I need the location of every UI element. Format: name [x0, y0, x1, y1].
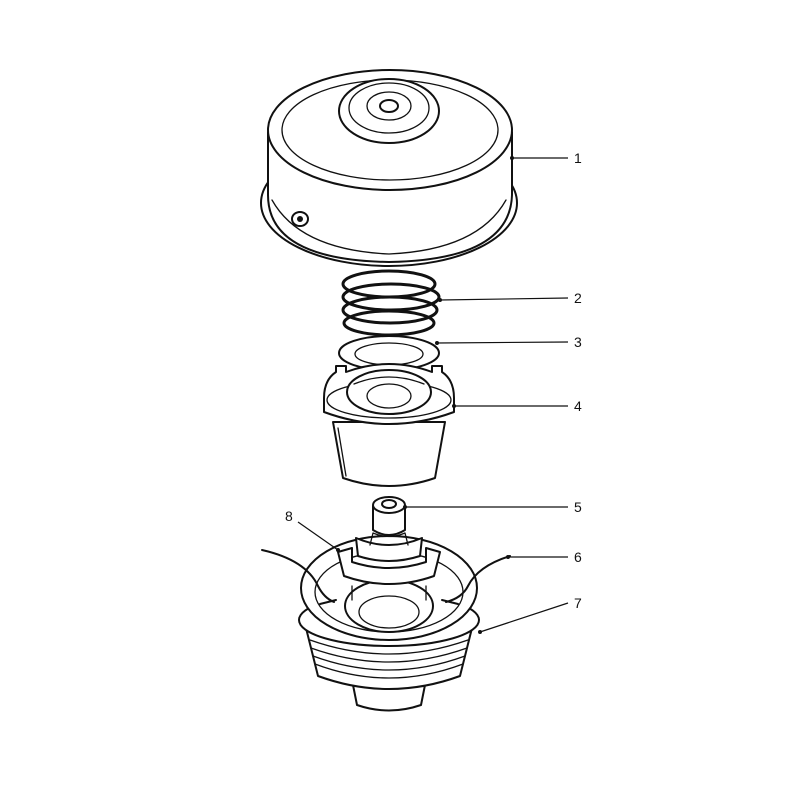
part-2-spring	[341, 269, 441, 337]
callout-2: 2	[574, 290, 582, 306]
callout-8: 8	[285, 508, 293, 524]
callout-1: 1	[574, 150, 582, 166]
callout-4: 4	[574, 398, 582, 414]
part-1-cover	[260, 69, 518, 267]
part-7-spool	[298, 535, 480, 712]
part-3-washer	[338, 335, 440, 371]
callout-3: 3	[574, 334, 582, 350]
part-5-shaft	[372, 496, 406, 536]
callout-7: 7	[574, 595, 582, 611]
callout-5: 5	[574, 499, 582, 515]
part-4-cup	[323, 363, 455, 487]
part-8-retainer	[337, 532, 441, 601]
part-6-trimmer-line	[261, 549, 511, 603]
callout-6: 6	[574, 549, 582, 565]
leader-lines	[297, 156, 569, 634]
